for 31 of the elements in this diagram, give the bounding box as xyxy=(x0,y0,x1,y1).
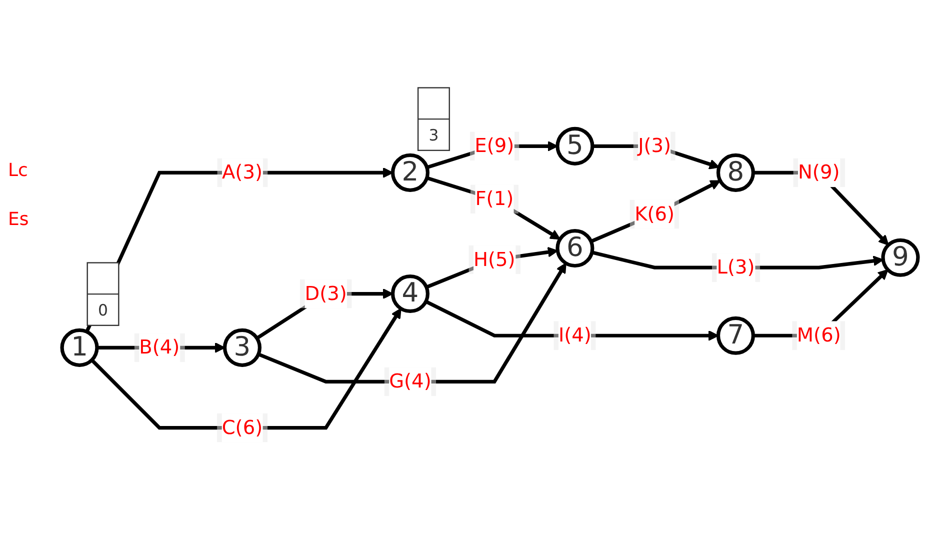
node-circle: 9 xyxy=(881,238,920,277)
edge-label: B(4) xyxy=(139,336,180,359)
axis-label: Es xyxy=(8,209,29,230)
edge-label: C(6) xyxy=(222,416,263,439)
edge-label: M(6) xyxy=(796,324,841,346)
arrow xyxy=(590,180,721,244)
edge-label: H(5) xyxy=(474,248,516,271)
edge-label: N(9) xyxy=(798,160,840,184)
edge-label: G(4) xyxy=(389,370,432,393)
node-circle: 8 xyxy=(716,153,755,192)
node-circle: 7 xyxy=(716,316,755,355)
node-circle: 3 xyxy=(222,328,262,367)
edge-label: I(4) xyxy=(558,324,592,346)
arrow xyxy=(258,262,566,384)
value-text: 0 xyxy=(98,300,108,320)
edge-label: J(3) xyxy=(638,134,672,158)
edge-label: A(3) xyxy=(222,160,262,184)
arrow xyxy=(426,176,561,240)
value-text: 3 xyxy=(428,126,439,145)
node-circle: 1 xyxy=(60,328,99,367)
arrow xyxy=(90,308,402,430)
edge-label: K(6) xyxy=(634,202,675,226)
node-circle: 5 xyxy=(556,126,594,166)
edge-label: L(3) xyxy=(716,256,755,278)
edge-label: F(1) xyxy=(475,187,514,210)
axis-label: Lc xyxy=(8,160,29,181)
node-circle: 4 xyxy=(390,274,430,314)
node-circle: 6 xyxy=(556,229,594,268)
node-circle: 2 xyxy=(390,153,430,192)
edge-label: E(9) xyxy=(474,134,514,158)
edge-label: D(3) xyxy=(304,282,347,305)
